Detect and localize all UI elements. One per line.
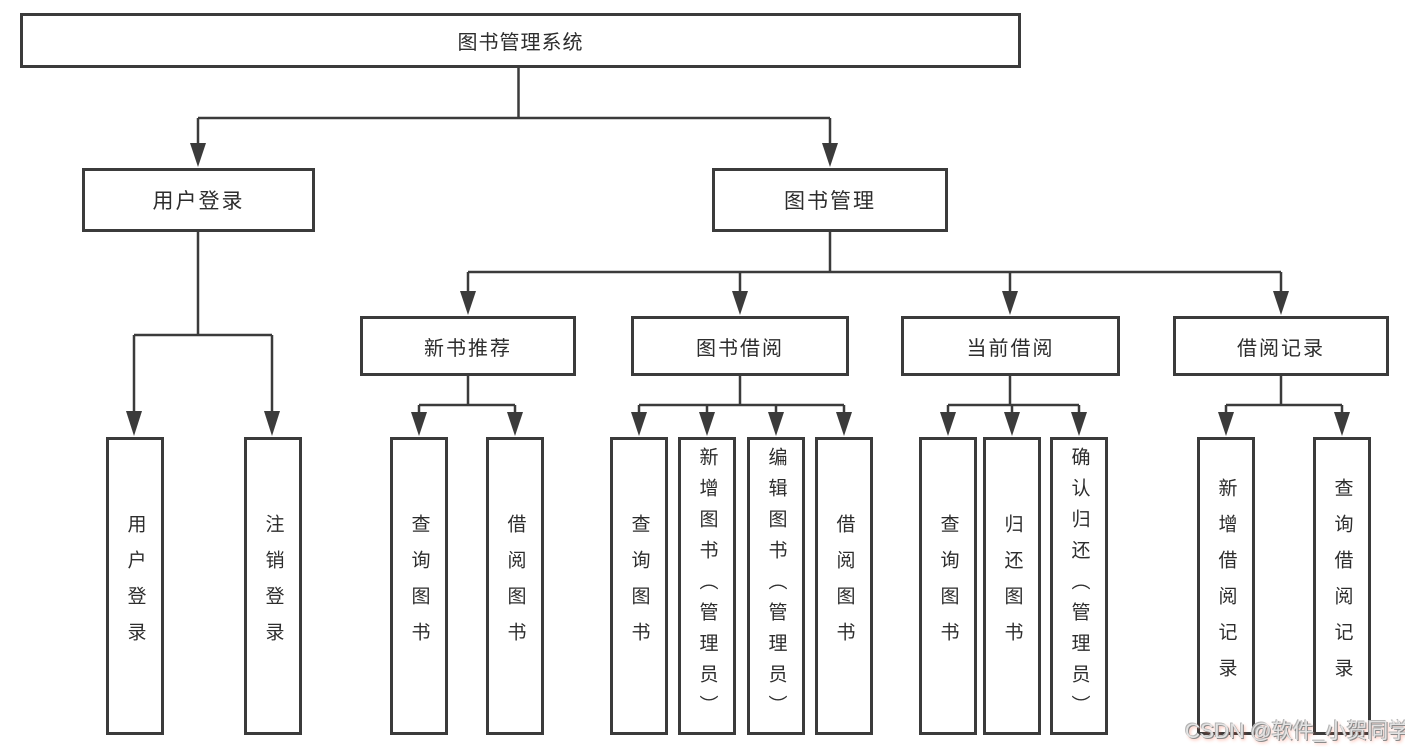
node-user-login: 用户登录 xyxy=(82,168,315,232)
arrowhead xyxy=(1004,412,1020,436)
connector-book-borrow xyxy=(637,376,846,413)
leaf-query-books-recommend: 查询图书 xyxy=(390,437,448,735)
node-book-borrowing: 图书借阅 xyxy=(631,316,849,376)
arrowhead xyxy=(1273,291,1289,315)
connector-user-login xyxy=(132,232,274,412)
arrowhead xyxy=(126,411,142,436)
node-library-system: 图书管理系统 xyxy=(20,13,1021,68)
arrowhead xyxy=(411,412,427,436)
arrowhead xyxy=(768,412,784,436)
arrowhead xyxy=(1002,291,1018,315)
leaf-add-book-admin: 新增图书（管理员） xyxy=(678,437,736,735)
arrowhead xyxy=(631,412,647,436)
arrowhead xyxy=(1071,412,1087,436)
connector-book-management xyxy=(466,232,1283,292)
leaf-query-books-current: 查询图书 xyxy=(919,437,977,735)
arrowhead xyxy=(190,143,206,167)
connector-root xyxy=(196,68,832,145)
leaf-edit-book-admin: 编辑图书（管理员） xyxy=(747,437,805,735)
connector-borrow-records xyxy=(1224,376,1344,413)
arrowhead xyxy=(507,412,523,436)
arrowhead xyxy=(264,411,280,436)
arrowhead xyxy=(940,412,956,436)
leaf-user-login: 用户登录 xyxy=(106,437,164,735)
arrowhead xyxy=(836,412,852,436)
arrowhead xyxy=(1218,412,1234,436)
leaf-query-borrow-record: 查询借阅记录 xyxy=(1313,437,1371,735)
node-current-borrowing: 当前借阅 xyxy=(901,316,1120,376)
node-borrowing-records: 借阅记录 xyxy=(1173,316,1389,376)
connector-current-borrow xyxy=(946,376,1081,413)
arrowhead xyxy=(822,143,838,167)
arrowhead xyxy=(699,412,715,436)
watermark: CSDN @软件_小贺同学 xyxy=(1185,720,1405,743)
node-book-management: 图书管理 xyxy=(712,168,948,232)
leaf-borrow-books-recommend: 借阅图书 xyxy=(486,437,544,735)
node-new-book-recommendation: 新书推荐 xyxy=(360,316,576,376)
leaf-add-borrow-record: 新增借阅记录 xyxy=(1197,437,1255,735)
leaf-borrow-books: 借阅图书 xyxy=(815,437,873,735)
leaf-return-books: 归还图书 xyxy=(983,437,1041,735)
leaf-confirm-return-admin: 确认归还（管理员） xyxy=(1050,437,1108,735)
leaf-logout-login: 注销登录 xyxy=(244,437,302,735)
connector-new-book xyxy=(417,376,517,413)
arrowhead xyxy=(732,291,748,315)
arrowhead xyxy=(460,291,476,315)
leaf-query-books-borrow: 查询图书 xyxy=(610,437,668,735)
arrowhead xyxy=(1334,412,1350,436)
